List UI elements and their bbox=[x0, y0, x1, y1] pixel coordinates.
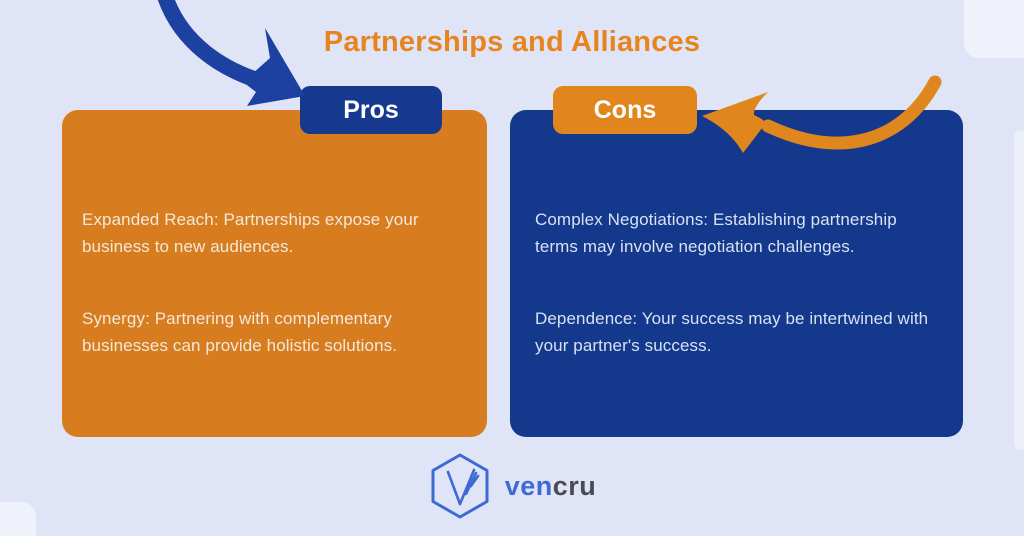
pros-card: Expanded Reach: Partnerships expose your… bbox=[62, 110, 487, 437]
pros-badge: Pros bbox=[300, 86, 442, 134]
vencru-logo: vencru bbox=[0, 453, 1024, 519]
brand-wordmark: vencru bbox=[505, 471, 597, 502]
page-title: Partnerships and Alliances bbox=[323, 26, 701, 58]
cons-point: Dependence: Your success may be intertwi… bbox=[535, 308, 929, 355]
cons-card: Complex Negotiations: Establishing partn… bbox=[510, 110, 963, 437]
corner-decoration bbox=[964, 0, 1024, 58]
pros-badge-label: Pros bbox=[343, 95, 399, 124]
pros-point: Synergy: Partnering with complementary b… bbox=[82, 308, 398, 355]
cons-badge-label: Cons bbox=[593, 95, 657, 124]
cons-point: Complex Negotiations: Establishing partn… bbox=[535, 210, 897, 256]
pros-point: Expanded Reach: Partnerships expose your… bbox=[82, 210, 419, 256]
hexagon-v-icon bbox=[431, 453, 489, 519]
cons-badge: Cons bbox=[553, 86, 697, 134]
brand-wordmark-first: ven bbox=[504, 470, 553, 501]
corner-decoration bbox=[0, 502, 36, 536]
edge-decoration bbox=[1014, 130, 1024, 450]
brand-wordmark-rest: cru bbox=[552, 470, 597, 501]
blue-arrow-icon bbox=[157, 0, 305, 106]
